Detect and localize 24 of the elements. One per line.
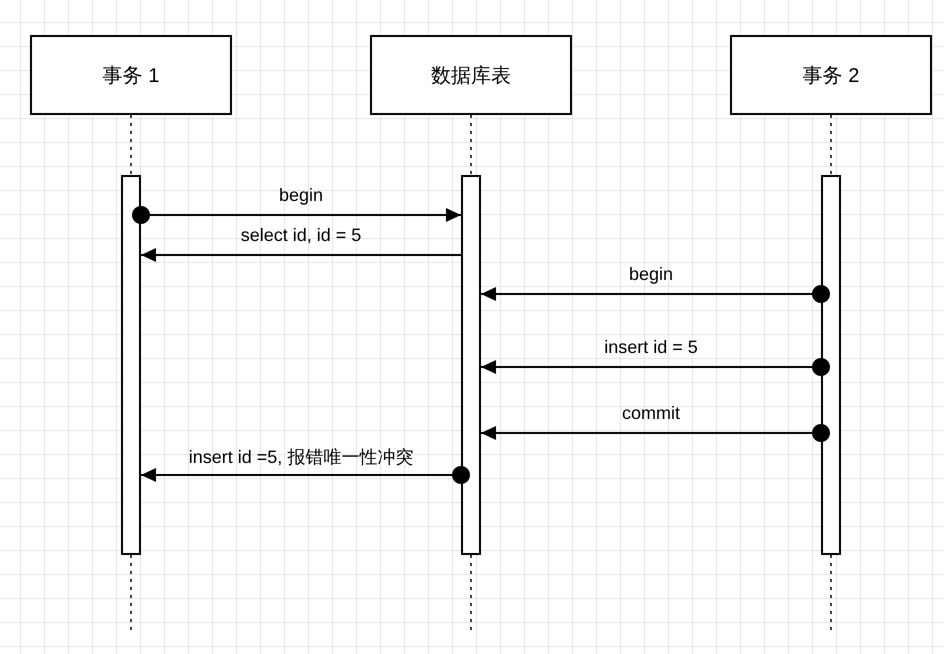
message-arrow [132, 206, 461, 224]
message-arrow [141, 466, 470, 484]
participant-box [30, 35, 232, 115]
lifeline [470, 115, 472, 175]
edge-label: begin [278, 185, 324, 206]
participant-name: 数据库表 [431, 64, 511, 88]
activation-bar [121, 175, 141, 555]
message-arrow [141, 248, 461, 262]
edge-label: insert id = 5 [604, 337, 698, 358]
lifeline [130, 115, 132, 175]
edge-label: begin [628, 264, 674, 285]
activation-bar [821, 175, 841, 555]
edge-label: select id, id = 5 [240, 225, 362, 246]
edge-label: commit [622, 403, 680, 424]
participant-box [370, 35, 572, 115]
activation-bar [461, 175, 481, 555]
edge-label: insert id =5, 报错唯一性冲突 [188, 446, 414, 469]
lifeline [830, 115, 832, 175]
message-arrow [481, 285, 830, 303]
message-arrow [481, 358, 830, 376]
participant-name: 事务 2 [802, 64, 860, 88]
participant-name: 事务 1 [102, 64, 160, 88]
message-arrow [481, 424, 830, 442]
participant-box [730, 35, 932, 115]
